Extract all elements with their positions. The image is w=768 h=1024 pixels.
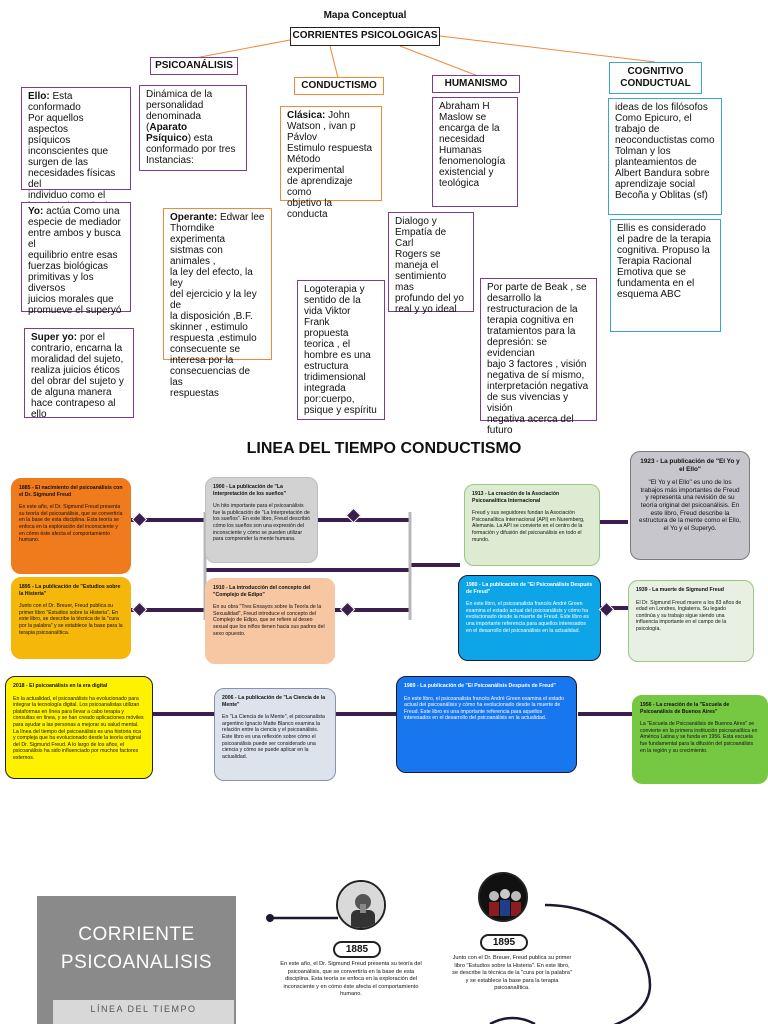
- text-1885: En este año, el Dr. Sigmund Freud presen…: [280, 961, 422, 998]
- year-badge-1895: 1895: [480, 934, 528, 951]
- timeline-card-2006: 2006 - La publicación de "La Ciencia de …: [214, 688, 336, 781]
- timeline-card-1895: 1895 - La publicación de "Estudios sobre…: [11, 577, 131, 659]
- timeline-card-title: 2006 - La publicación de "La Ciencia de …: [222, 695, 326, 708]
- filosofos-box: ideas de los filósofos Como Epicuro, el …: [608, 98, 722, 215]
- timeline-card-title: 1956 - La creación de la "Escuela de Psi…: [640, 702, 730, 715]
- superyo-box: Super yo: por el contrario, encarna la m…: [24, 328, 134, 420]
- person-icon: [338, 882, 384, 928]
- timeline-card-1900: 1900 - La publicación de "La Interpretac…: [205, 477, 318, 563]
- timeline-card-title: 1910 - La introducción del concepto del …: [213, 585, 311, 598]
- timeline-card-body: El Dr. Sigmund Freud muere a los 83 años…: [636, 599, 742, 632]
- timeline-card-1989: 1989 - La publicación de "El Psicoanális…: [396, 676, 577, 773]
- map-title: Mapa Conceptual: [323, 10, 407, 21]
- timeline-card-2018: 2018 - El psicoanálisis en la era digita…: [5, 676, 153, 779]
- yo-box: Yo: actúa Como una especie de mediador e…: [21, 202, 131, 316]
- timeline-card-title: 1939 - La muerte de Sigmund Freud: [636, 587, 724, 593]
- timeline-card-body: En su obra "Tres Ensayos sobre la Teoría…: [213, 604, 325, 637]
- ello-box: Ello: Esta conformado Por aquellos aspec…: [21, 87, 131, 223]
- maslow-box: Abraham H Maslow se encarga de la necesi…: [432, 97, 518, 207]
- timeline-card-body: Freud y sus seguidores fundan la Asociac…: [472, 510, 585, 543]
- ellis-box: Ellis es considerado el padre de la tera…: [610, 219, 721, 332]
- header-cognitivo: COGNITIVO CONDUCTUAL: [609, 62, 702, 94]
- timeline-title: LINEA DEL TIEMPO CONDUCTISMO: [246, 440, 522, 457]
- root-node: CORRIENTES PSICOLOGICAS: [290, 27, 440, 46]
- timeline-card-1956: 1956 - La creación de la "Escuela de Psi…: [632, 695, 768, 784]
- beak-box: Por parte de Beak , se desarrollo la res…: [480, 278, 597, 436]
- timeline-card-body: Un hito importante para el psicoanálisis…: [213, 503, 310, 543]
- timeline-card-1939: 1939 - La muerte de Sigmund Freud El Dr. …: [628, 580, 754, 662]
- people-icon: [480, 874, 526, 920]
- timeline-card-body: "El Yo y el Ello" es uno de los trabajos…: [639, 479, 741, 532]
- timeline-card-body: En la actualidad, el psicoanálisis ha ev…: [13, 695, 144, 761]
- frank-box: Logoterapia y sentido de la vida Viktor …: [297, 280, 385, 420]
- timeline-card-body: En este libro, el psicoanalista francés …: [404, 695, 565, 722]
- timeline-card-title: 1989 - La publicación de "El Psicoanális…: [404, 683, 556, 689]
- header-psicoanalisis: PSICOANÁLISIS: [150, 57, 238, 75]
- bottom-subtitle-bar: [53, 1000, 234, 1024]
- group-portrait: [478, 872, 528, 922]
- timeline-card-body: En "La Ciencia de la Mente", el psicoana…: [222, 714, 325, 760]
- timeline-card-title: 1885 - El nacimiento del psicoanálisis c…: [19, 485, 123, 498]
- timeline-card-body: Junto con el Dr. Breuer, Freud publica s…: [19, 603, 123, 636]
- timeline-card-title: 1923 - La publicación de "El Yo y el Ell…: [640, 458, 740, 473]
- timeline-card-title: 2018 - El psicoanálisis en la era digita…: [13, 683, 108, 689]
- clasica-box: Clásica: John Watson , ivan p Pávlov Est…: [280, 106, 382, 220]
- timeline-card-body: En este libro, el psicoanalista francés …: [466, 601, 589, 634]
- bottom-title: CORRIENTE PSICOANALISIS: [60, 924, 213, 973]
- timeline-card-body: En este año, el Dr. Sigmund Freud presen…: [19, 504, 123, 544]
- timeline-card-title: 1900 - La publicación de "La Interpretac…: [213, 484, 287, 497]
- header-humanismo: HUMANISMO: [432, 75, 520, 93]
- text-1895: Junto con el Dr. Breuer, Freud publica s…: [452, 955, 572, 992]
- timeline-card-title: 1895 - La publicación de "Estudios sobre…: [19, 584, 121, 597]
- bottom-subtitle: LÍNEA DEL TIEMPO: [90, 1004, 197, 1014]
- year-badge-1885: 1885: [333, 941, 381, 958]
- aparato-psiquico-box: Dinámica de la personalidad denominada (…: [139, 85, 247, 171]
- timeline-card-title: 1980 - La publicación de "El Psicoanális…: [466, 582, 593, 595]
- timeline-card-1910: 1910 - La introducción del concepto del …: [205, 578, 335, 664]
- freud-portrait: [336, 880, 386, 930]
- timeline-card-1923: 1923 - La publicación de "El Yo y el Ell…: [630, 451, 750, 560]
- rogers-box: Dialogo y Empatía de Carl Rogers se mane…: [388, 212, 474, 315]
- header-conductismo: CONDUCTISMO: [294, 77, 384, 95]
- timeline-card-1980: 1980 - La publicación de "El Psicoanális…: [458, 575, 601, 661]
- timeline-card-1885: 1885 - El nacimiento del psicoanálisis c…: [11, 478, 131, 574]
- timeline-card-1913: 1913 - La creación de la Asociación Psic…: [464, 484, 600, 566]
- operante-box: Operante: Edwar lee Thorndike experiment…: [163, 208, 272, 399]
- timeline-card-title: 1913 - La creación de la Asociación Psic…: [472, 491, 560, 504]
- timeline-card-body: La "Escuela de Psicoanálisis de Buenos A…: [640, 721, 758, 754]
